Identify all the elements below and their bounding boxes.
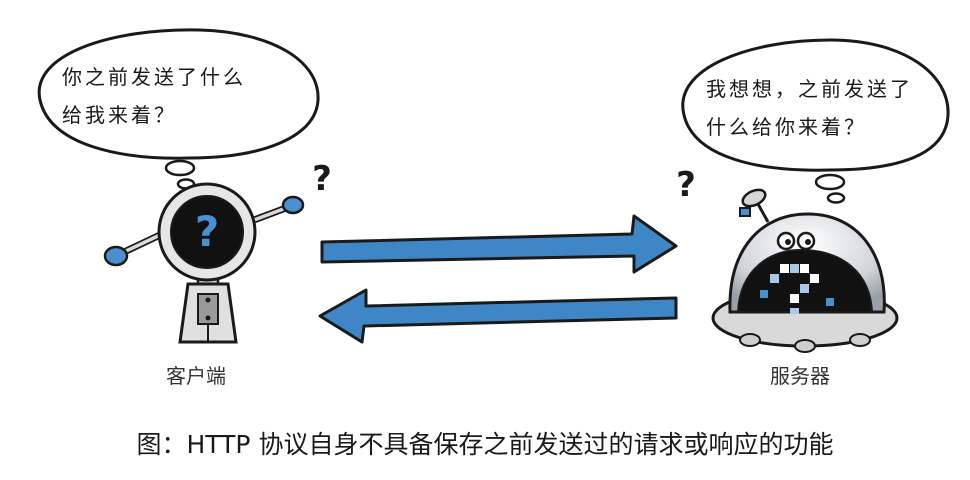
server-speech-line: 什么给你来着？ <box>706 115 867 139</box>
client-speech-line: 给我来着？ <box>62 103 177 127</box>
arrow-left-icon <box>318 288 678 344</box>
client-speech-text: 你之前发送了什么 给我来着？ <box>62 58 246 134</box>
pixel-question-icon <box>760 264 834 314</box>
server-speech-text: 我想想，之前发送了 什么给你来着？ <box>706 70 913 146</box>
server-question-mark: ? <box>676 165 696 205</box>
server-label: 服务器 <box>770 364 830 388</box>
client-robot-icon: ? <box>103 182 305 344</box>
server-thought-bubble <box>681 38 950 204</box>
client-label: 客户端 <box>166 364 226 388</box>
client-thought-bubble <box>37 28 320 190</box>
arrow-right-icon <box>320 214 678 274</box>
server-robot-icon <box>711 188 899 353</box>
svg-text:?: ? <box>195 207 219 256</box>
client-speech-line: 你之前发送了什么 <box>62 65 246 89</box>
figure-caption: 图：HTTP 协议自身不具备保存之前发送过的请求或响应的功能 <box>136 430 834 459</box>
server-speech-line: 我想想，之前发送了 <box>706 77 913 101</box>
client-question-mark: ? <box>312 159 332 199</box>
